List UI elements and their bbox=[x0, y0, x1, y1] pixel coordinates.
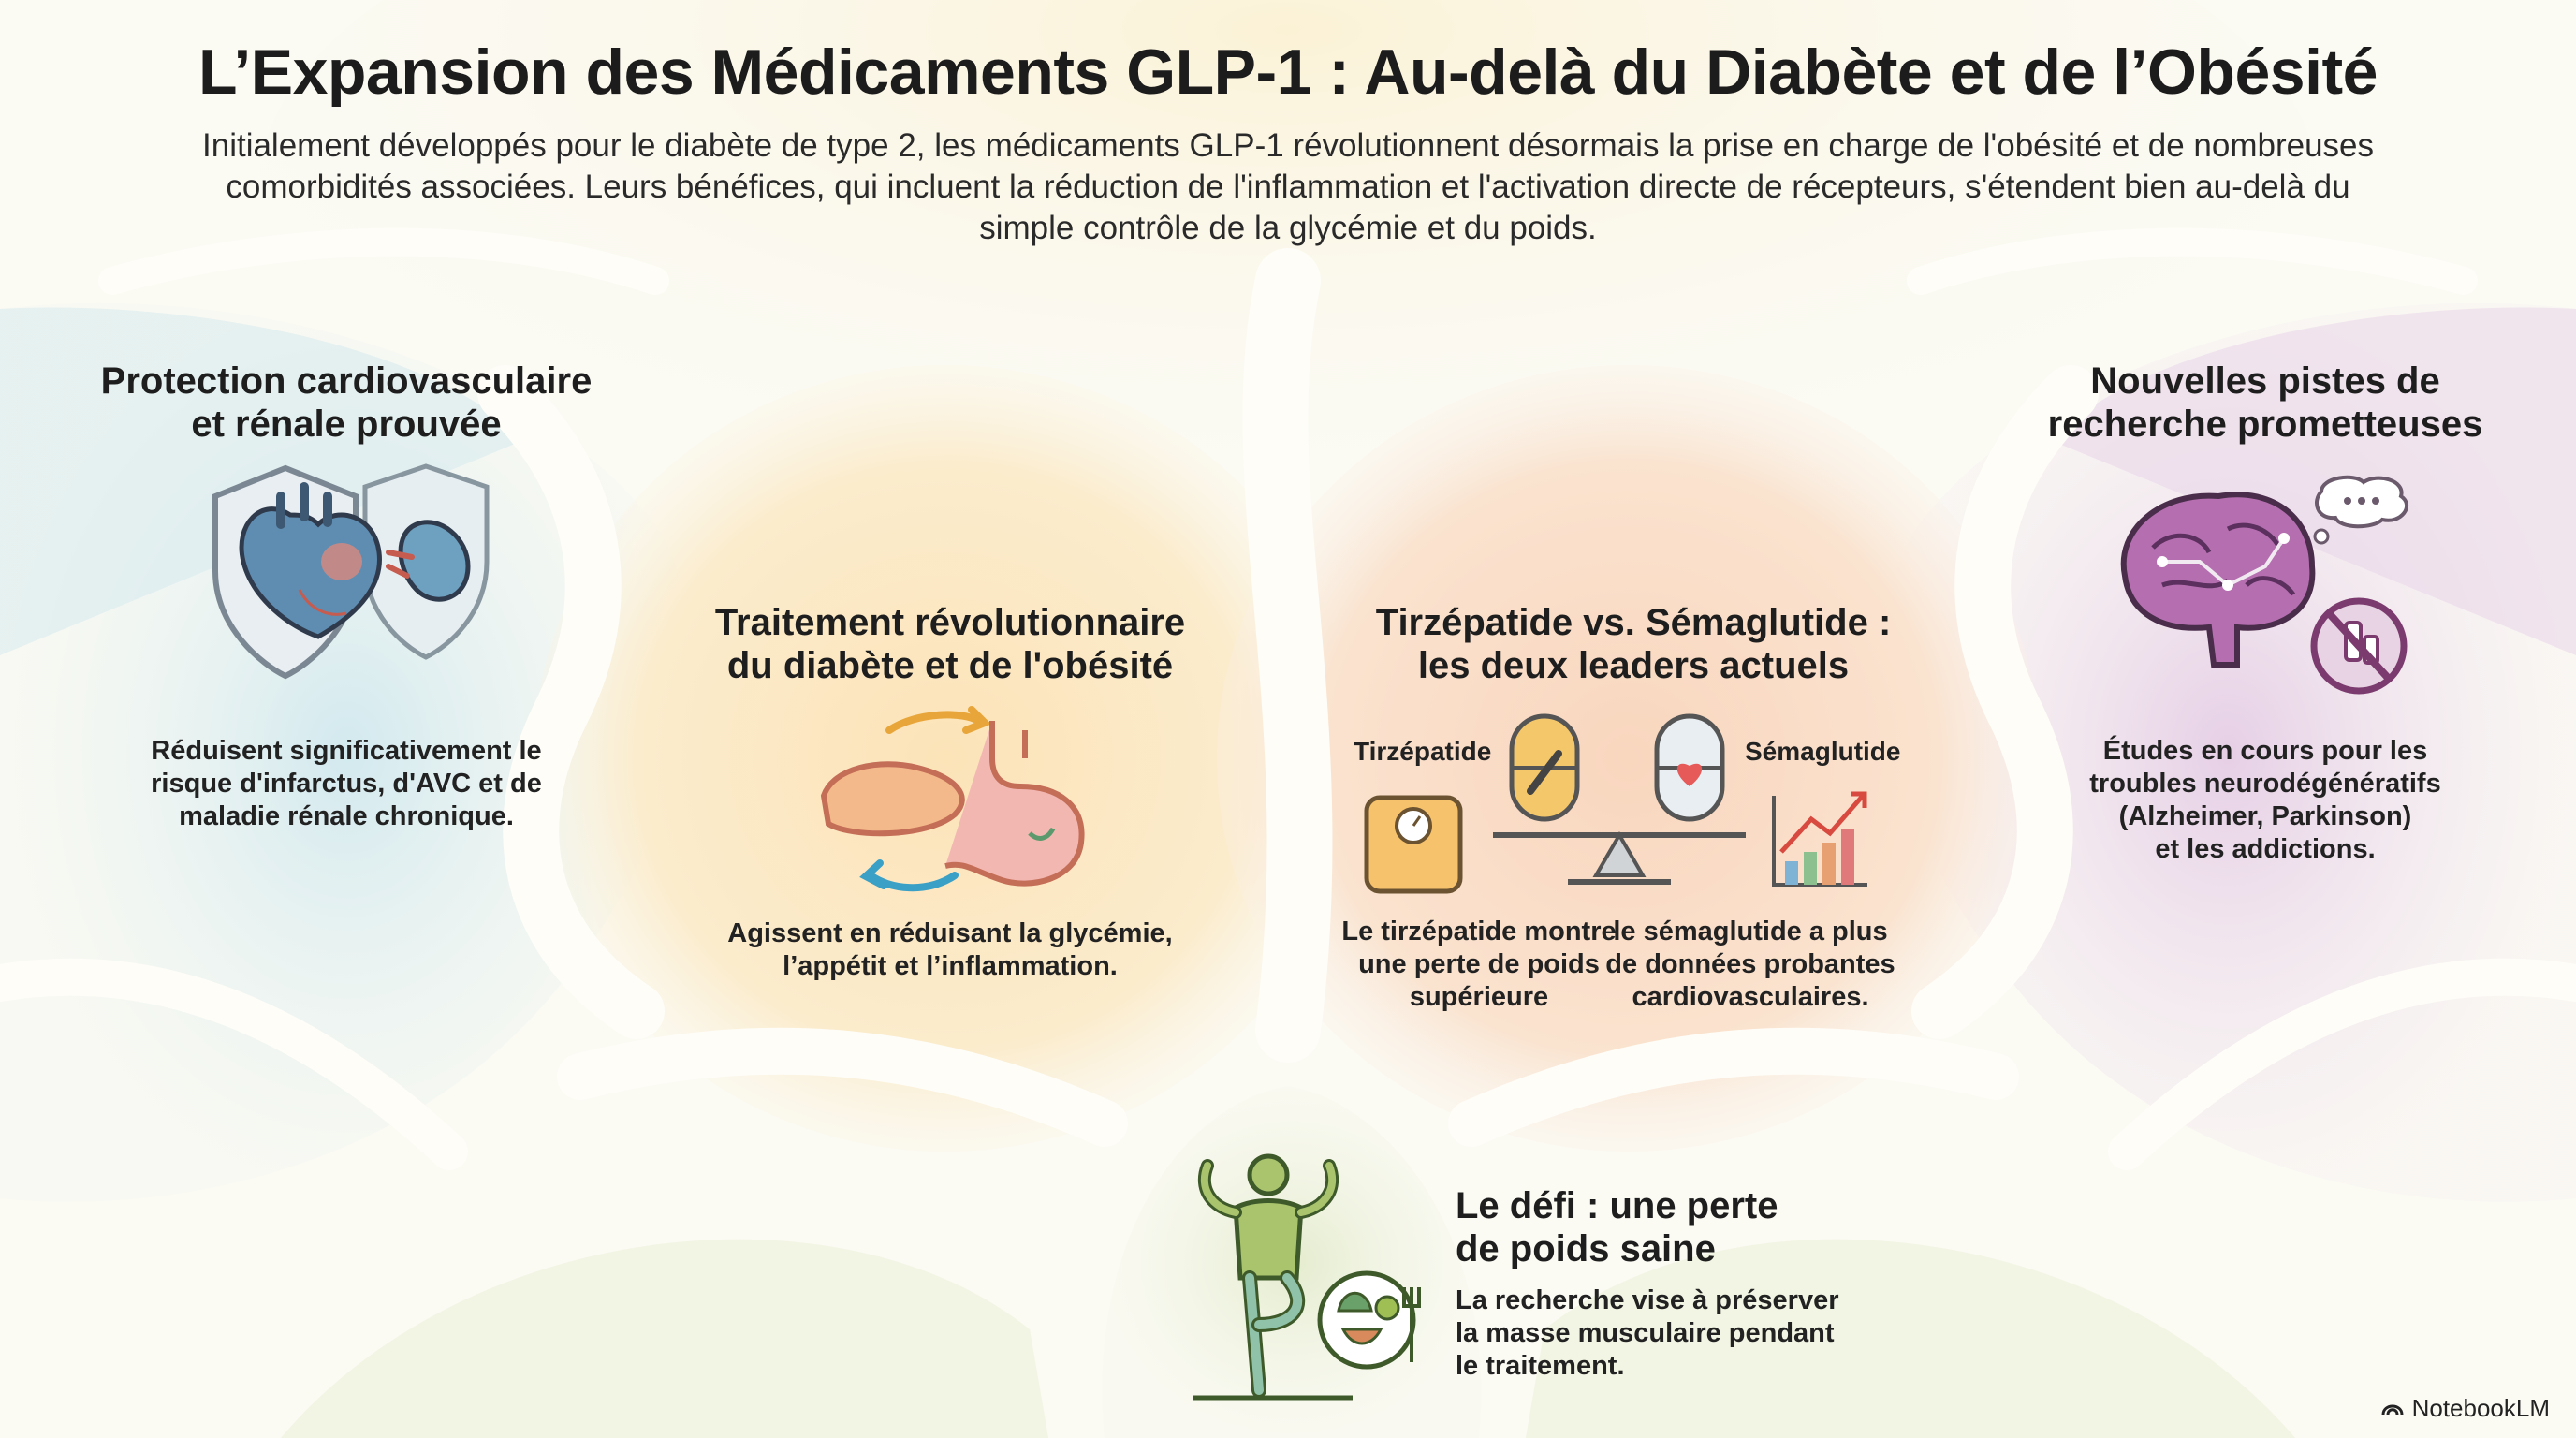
brand-name: NotebookLM bbox=[2411, 1394, 2550, 1422]
challenge-title: Le défi : une perte de poids saine bbox=[1456, 1184, 1778, 1270]
semaglutide-text-line: de données probantes bbox=[1605, 949, 1895, 979]
leaders-title: Tirzépatide vs. Sémaglutide : les deux l… bbox=[1339, 601, 1928, 687]
cardio-body-line: maladie rénale chronique. bbox=[179, 801, 514, 831]
notebooklm-logo-icon bbox=[2380, 1394, 2405, 1423]
treatment-title: Traitement révolutionnaire du diabète et… bbox=[655, 601, 1245, 687]
treatment-body-line: Agissent en réduisant la glycémie, bbox=[727, 918, 1173, 948]
cardio-title: Protection cardiovasculaire et rénale pr… bbox=[56, 360, 637, 446]
treatment-body-line: l’appétit et l’inflammation. bbox=[783, 951, 1118, 981]
cardio-title-line: Protection cardiovasculaire bbox=[100, 360, 593, 402]
research-title-line: recherche prometteuses bbox=[2047, 404, 2483, 445]
research-body-line: et les addictions. bbox=[2155, 834, 2376, 864]
cardio-body-line: risque d'infarctus, d'AVC et de bbox=[151, 769, 542, 799]
leaders-title-line: les deux leaders actuels bbox=[1417, 645, 1850, 686]
cardio-title-line: et rénale prouvée bbox=[191, 404, 502, 445]
research-body-line: troubles neurodégénératifs bbox=[2089, 769, 2441, 799]
semaglutide-text-line: le sémaglutide a plus bbox=[1613, 917, 1888, 946]
research-title-line: Nouvelles pistes de bbox=[2090, 360, 2440, 402]
tirzepatide-text-line: une perte de poids bbox=[1358, 949, 1600, 979]
challenge-body: La recherche vise à préserver la masse m… bbox=[1456, 1284, 1839, 1383]
tirzepatide-text-line: Le tirzépatide montre bbox=[1341, 917, 1617, 946]
treatment-title-line: Traitement révolutionnaire bbox=[714, 602, 1186, 643]
semaglutide-text-line: cardiovasculaires. bbox=[1632, 982, 1869, 1012]
challenge-body-line: la masse musculaire pendant bbox=[1456, 1318, 1835, 1348]
athlete-icon bbox=[1193, 1153, 1421, 1401]
leaders-title-line: Tirzépatide vs. Sémaglutide : bbox=[1375, 602, 1892, 643]
treatment-body: Agissent en réduisant la glycémie, l’app… bbox=[655, 917, 1245, 983]
page-title: L’Expansion des Médicaments GLP-1 : Au-d… bbox=[198, 37, 2378, 108]
balance-scale-icon bbox=[1364, 713, 1867, 894]
notebooklm-brand: NotebookLM bbox=[2380, 1394, 2550, 1423]
heart-kidney-shield-icon bbox=[212, 463, 490, 680]
intro-line: Initialement développés pour le diabète … bbox=[202, 127, 2374, 164]
challenge-body-line: le traitement. bbox=[1456, 1351, 1625, 1381]
research-body: Études en cours pour les troubles neurod… bbox=[1984, 735, 2546, 866]
tirzepatide-label: Tirzépatide bbox=[1354, 737, 1492, 766]
challenge-body-line: La recherche vise à préserver bbox=[1456, 1285, 1839, 1315]
research-body-line: Études en cours pour les bbox=[2102, 736, 2428, 766]
intro-line: simple contrôle de la glycémie et du poi… bbox=[979, 210, 1597, 246]
research-body-line: (Alzheimer, Parkinson) bbox=[2118, 801, 2412, 831]
tirzepatide-text: Le tirzépatide montre une perte de poids… bbox=[1329, 916, 1629, 1014]
cardio-body: Réduisent significativement le risque d'… bbox=[66, 735, 627, 833]
pancreas-stomach-icon bbox=[820, 706, 1085, 892]
semaglutide-label: Sémaglutide bbox=[1745, 737, 1901, 766]
challenge-title-line: Le défi : une perte bbox=[1456, 1185, 1778, 1226]
challenge-title-line: de poids saine bbox=[1456, 1228, 1716, 1269]
cardio-body-line: Réduisent significativement le bbox=[151, 736, 542, 766]
tirzepatide-text-line: supérieure bbox=[1409, 982, 1549, 1012]
brain-icon bbox=[2120, 475, 2409, 695]
semaglutide-text: le sémaglutide a plus de données probant… bbox=[1591, 916, 1910, 1014]
treatment-title-line: du diabète et de l'obésité bbox=[726, 645, 1174, 686]
intro-paragraph: Initialement développés pour le diabète … bbox=[140, 125, 2436, 249]
intro-line: comorbidités associées. Leurs bénéfices,… bbox=[226, 169, 2350, 205]
research-title: Nouvelles pistes de recherche prometteus… bbox=[1966, 360, 2565, 446]
